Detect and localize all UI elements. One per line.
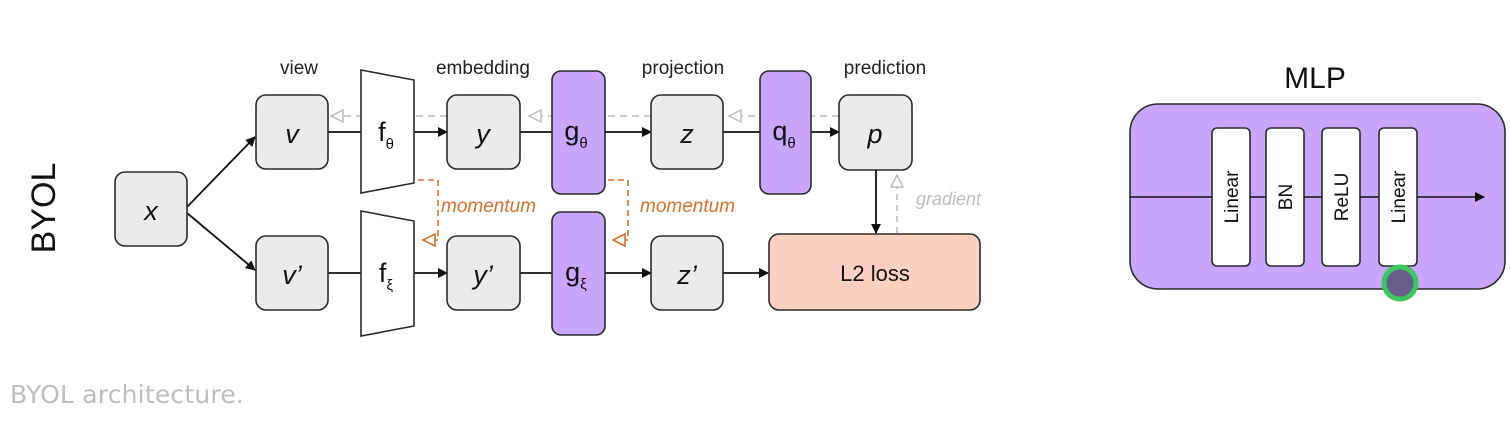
node-p-label: p bbox=[866, 119, 882, 149]
node-v-label: v bbox=[285, 119, 300, 149]
header-prediction: prediction bbox=[844, 58, 926, 79]
figure-caption: BYOL architecture. bbox=[10, 380, 245, 409]
loss-label: L2 loss bbox=[840, 261, 910, 286]
loss-box bbox=[768, 233, 981, 311]
momentum-connector-2 bbox=[608, 179, 629, 240]
node-y-label: y bbox=[474, 119, 491, 149]
momentum-label-1: momentum bbox=[441, 196, 536, 217]
cursor-indicator-icon bbox=[1381, 264, 1419, 302]
predictor-q-theta-box bbox=[759, 70, 812, 195]
node-z-box bbox=[650, 94, 724, 170]
byol-side-label: BYOL bbox=[25, 163, 63, 254]
header-projection: projection bbox=[642, 58, 724, 79]
header-view: view bbox=[280, 58, 318, 79]
mlp-layer-relu-box bbox=[1321, 127, 1361, 267]
edge-x-to-v-prime bbox=[186, 212, 256, 271]
mlp-layer-linear-1-label: Linear bbox=[1222, 170, 1243, 223]
node-v-box bbox=[255, 94, 329, 170]
mlp-layer-bn-label: BN bbox=[1276, 184, 1297, 210]
node-x-label: x bbox=[142, 196, 159, 226]
edge-x-to-v bbox=[186, 136, 256, 208]
mlp-title: MLP bbox=[1284, 62, 1346, 95]
projector-g-theta-box bbox=[551, 70, 606, 195]
mlp-layer-linear-2-label: Linear bbox=[1389, 170, 1410, 223]
node-x-box bbox=[114, 171, 188, 247]
mlp-layer-linear-1-box bbox=[1211, 127, 1251, 267]
encoder-f-theta-label: fθ bbox=[378, 117, 394, 153]
projector-g-xi-box bbox=[551, 211, 606, 336]
node-z-prime-box bbox=[650, 235, 724, 311]
mlp-layer-relu-label: ReLU bbox=[1332, 173, 1353, 222]
node-y-prime-box bbox=[446, 235, 521, 311]
gradient-label: gradient bbox=[916, 189, 982, 209]
momentum-label-2: momentum bbox=[640, 196, 735, 217]
node-v-prime-label: v’ bbox=[282, 260, 303, 290]
predictor-q-theta-label: qθ bbox=[772, 116, 795, 152]
momentum-connector-1 bbox=[418, 179, 439, 240]
node-p-box bbox=[838, 94, 913, 171]
projector-g-xi-label: gξ bbox=[565, 257, 587, 293]
encoder-f-xi-shape bbox=[360, 210, 415, 337]
encoder-f-theta-shape bbox=[360, 69, 415, 194]
projector-g-theta-label: gθ bbox=[564, 116, 587, 152]
mlp-layer-bn-box bbox=[1265, 127, 1305, 267]
encoder-f-xi-label: fξ bbox=[379, 258, 394, 294]
node-z-label: z bbox=[679, 119, 694, 149]
header-embedding: embedding bbox=[436, 58, 530, 79]
node-y-prime-label: y’ bbox=[471, 260, 494, 290]
node-z-prime-label: z’ bbox=[676, 260, 698, 290]
node-v-prime-box bbox=[255, 235, 329, 311]
node-y-box bbox=[446, 94, 521, 170]
